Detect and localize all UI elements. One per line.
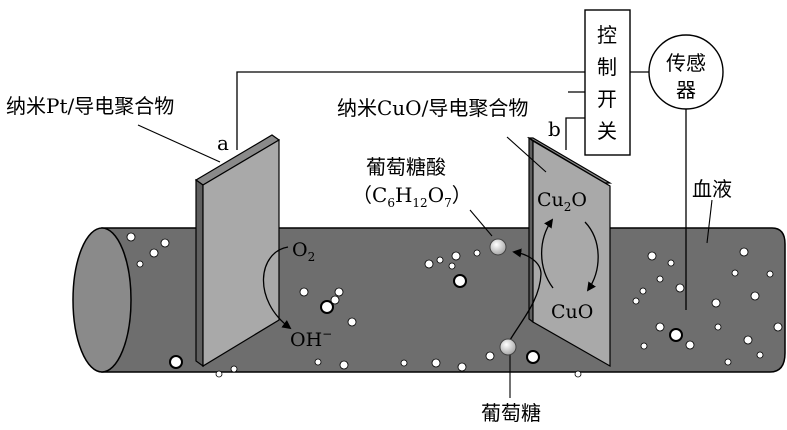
blood-cell	[400, 359, 408, 367]
o2-label: O2	[292, 239, 315, 264]
cycle-arrow-up	[541, 218, 554, 289]
left-electrode-label: 纳米Pt/导电聚合物	[6, 94, 174, 118]
glucose-label: 葡萄糖	[481, 401, 541, 425]
blood-cell	[526, 350, 540, 364]
switch-char-3: 开	[597, 87, 617, 111]
sensor-circle	[648, 34, 724, 110]
blood-cell	[724, 358, 732, 366]
terminal-b-label: b	[548, 117, 561, 141]
blood-cell	[215, 370, 223, 378]
blood-cell	[169, 355, 183, 369]
blood-cell	[647, 251, 657, 261]
blood-cell	[424, 259, 434, 269]
blood-cell	[126, 232, 136, 242]
blood-cell	[230, 365, 238, 373]
wire-a	[236, 71, 585, 150]
blood-cell	[136, 260, 144, 268]
blood-cell	[473, 249, 481, 257]
blood-cell	[640, 342, 648, 350]
blood-cell	[330, 295, 340, 305]
gluconic-acid-molecule	[489, 238, 507, 256]
blood-cell	[431, 358, 441, 368]
left-electrode-face	[202, 138, 280, 368]
cycle-arrow-down	[584, 221, 599, 292]
blood-cell	[334, 287, 344, 297]
blood-cell	[714, 323, 722, 331]
blood-cell	[314, 358, 322, 366]
switch-char-1: 控	[597, 23, 617, 47]
sensor-label-line2: 器	[676, 78, 696, 102]
blood-cell	[160, 238, 170, 248]
circuit-wires	[236, 71, 687, 310]
sensor-label-line1: 传感	[666, 51, 706, 75]
blood-cell	[347, 317, 357, 327]
blood-cell	[773, 322, 783, 332]
gluconic-acid-label: 葡萄糖酸	[366, 155, 446, 179]
blood-cell	[669, 328, 683, 342]
blood-cell	[685, 340, 695, 350]
left-electrode	[194, 134, 281, 368]
blood-cell	[451, 251, 461, 261]
blood-cell	[485, 351, 495, 361]
control-switch-box	[584, 9, 631, 156]
blood-cell	[743, 335, 753, 345]
switch-char-4: 关	[597, 119, 617, 143]
terminal-a-label: a	[217, 131, 229, 155]
switch-char-2: 制	[597, 55, 617, 79]
glucose-to-acid-arrow	[509, 248, 542, 341]
blood-cell	[448, 262, 456, 270]
left-electrode-side	[195, 178, 204, 368]
blood-cell	[750, 291, 760, 301]
right-electrode-face	[532, 139, 611, 368]
blood-cell	[739, 247, 749, 257]
blood-cell	[639, 287, 647, 295]
blood-cell	[299, 287, 309, 297]
blood-cells	[126, 232, 783, 378]
cuo-label: CuO	[551, 301, 593, 323]
cu2o-label: Cu2O	[537, 189, 587, 214]
blood-cell	[457, 362, 467, 372]
blood-cell	[436, 256, 444, 264]
blood-cell	[453, 274, 467, 288]
blood-label: 血液	[692, 177, 732, 201]
blood-cell	[149, 248, 159, 258]
blood-cell	[339, 360, 349, 370]
blood-cell	[756, 351, 764, 359]
reduction-arrow	[262, 246, 292, 330]
blood-cell	[667, 259, 675, 267]
right-electrode-label: 纳米CuO/导电聚合物	[337, 96, 528, 120]
blood-cell	[731, 269, 739, 277]
oh-label: OH−	[290, 327, 332, 351]
blood-cell	[766, 270, 774, 278]
blood-cell	[574, 370, 582, 378]
blood-cell	[711, 298, 721, 308]
blood-cell	[632, 297, 640, 305]
blood-cell	[655, 322, 665, 332]
blood-cell	[320, 300, 334, 314]
blood-cell	[656, 275, 664, 283]
wire-b	[565, 117, 585, 150]
gluconic-acid-formula: （C6H12O7）	[352, 183, 472, 210]
blood-cell	[675, 283, 685, 293]
vessel-end-cap	[72, 227, 132, 373]
leader-lines	[137, 124, 713, 244]
glucose-molecule	[499, 338, 517, 356]
right-electrode	[526, 136, 613, 368]
